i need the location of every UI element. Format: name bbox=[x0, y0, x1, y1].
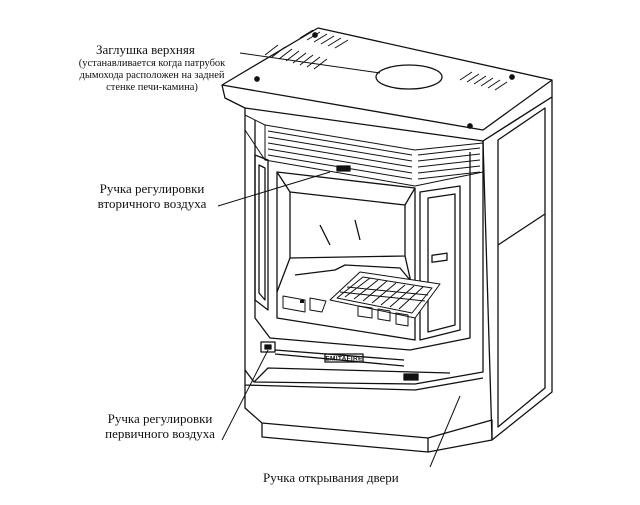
firebox bbox=[276, 171, 416, 341]
primary-air-handle bbox=[260, 341, 405, 367]
hearth-slots bbox=[282, 295, 409, 327]
door-handle-leader bbox=[429, 395, 461, 468]
top-plate bbox=[221, 27, 553, 142]
secondary-air-label-line: вторичного воздуха bbox=[97, 196, 207, 211]
door-handle bbox=[403, 373, 419, 381]
upper-grille bbox=[244, 114, 484, 187]
grate bbox=[329, 271, 441, 319]
side-panel bbox=[482, 96, 553, 441]
left-glass bbox=[254, 154, 269, 311]
base bbox=[244, 367, 493, 453]
front-frame bbox=[244, 108, 484, 385]
secondary-air-leader bbox=[217, 171, 331, 207]
secondary-air-handle bbox=[336, 165, 351, 172]
primary-air-label: Ручка регулировки первичного воздуха bbox=[92, 411, 228, 441]
top-cap-note-line: (устанавливается когда патрубок bbox=[78, 58, 226, 69]
top-cap-note: (устанавливается когда патрубок дымохода… bbox=[62, 58, 242, 94]
primary-air-label-line: первичного воздуха bbox=[105, 426, 215, 441]
callout-lines bbox=[217, 52, 461, 468]
secondary-air-label: Ручка регулировки вторичного воздуха bbox=[84, 181, 220, 211]
top-cap-leader bbox=[239, 52, 381, 74]
door-handle-label: Ручка открывания двери bbox=[263, 470, 399, 485]
secondary-air-label-line: Ручка регулировки bbox=[99, 181, 205, 196]
right-glass bbox=[419, 185, 461, 341]
top-cap-title: Заглушка верхняя bbox=[96, 42, 195, 57]
top-cap-plug bbox=[375, 64, 443, 90]
svg-text:EMITAFIRE: EMITAFIRE bbox=[325, 356, 363, 363]
primary-air-leader bbox=[221, 349, 269, 441]
top-cap-note-line: дымохода расположен на задней bbox=[79, 70, 225, 81]
top-cap-note-line: стенке печи-камина) bbox=[106, 82, 198, 93]
primary-air-label-line: Ручка регулировки bbox=[107, 411, 213, 426]
